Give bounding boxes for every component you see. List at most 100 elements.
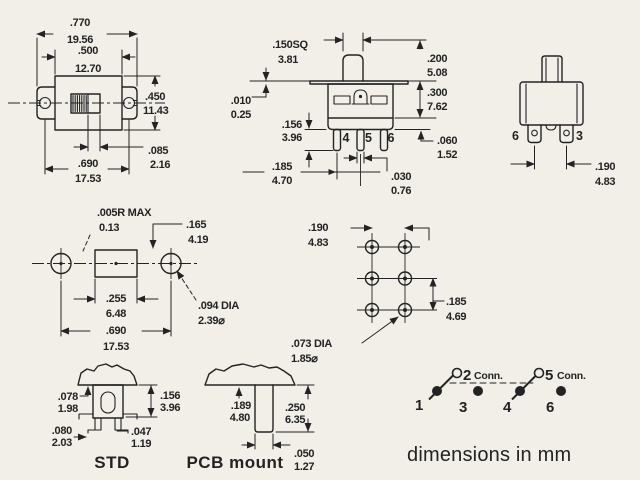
pcb-mount-label: PCB mount bbox=[186, 453, 283, 472]
dim-text-mm: 4.83 bbox=[595, 176, 615, 188]
dim-terminal-spacing: .190 4.83 bbox=[510, 145, 616, 188]
pin-label: 6 bbox=[546, 399, 554, 416]
pcb-mount-view: .189 4.80 .250 6.35 .050 1.27 PCB mount bbox=[186, 363, 315, 473]
contact-6 bbox=[556, 386, 566, 396]
dim-text: .080 bbox=[52, 425, 72, 437]
dim-text: .094 DIA bbox=[198, 300, 239, 312]
switch-body bbox=[519, 81, 584, 126]
mounting-hole-left bbox=[38, 96, 52, 110]
dim-text: .005R MAX bbox=[97, 207, 152, 219]
dim-skirt-height: .060 1.52 bbox=[394, 129, 458, 161]
pcb-pattern-view: .190 4.83 .185 4.69 .073 DIA 1.85⌀ bbox=[291, 222, 467, 365]
dim-text-mm: 4.80 bbox=[230, 412, 250, 424]
contact-3 bbox=[473, 386, 483, 396]
slider-knob bbox=[70, 93, 101, 114]
dim-text-mm: 12.70 bbox=[75, 63, 101, 75]
dim-text: .050 bbox=[294, 448, 314, 460]
dim-text-mm: 17.53 bbox=[75, 173, 101, 185]
pole1-conn-label: Conn. bbox=[474, 370, 503, 382]
contact-2-open bbox=[451, 367, 463, 379]
dim-text-mm: 4.69 bbox=[446, 311, 466, 323]
dim-text: .255 bbox=[106, 293, 126, 305]
dim-text: .165 bbox=[186, 219, 206, 231]
terminal-5 bbox=[356, 128, 365, 152]
dim-tab-gap: .047 1.19 bbox=[116, 426, 152, 450]
dim-post-inset: .189 4.80 bbox=[230, 387, 251, 424]
terminal-4 bbox=[332, 128, 342, 152]
std-mount-view: .078 1.98 .156 3.96 .047 1.19 .080 2.03 … bbox=[52, 363, 181, 472]
pcb-holes bbox=[364, 239, 413, 318]
dim-text-mm: 0.13 bbox=[99, 222, 119, 234]
dim-text: .010 bbox=[231, 95, 251, 107]
contact-4 bbox=[515, 386, 525, 396]
dim-text-mm: 6.35 bbox=[285, 414, 305, 426]
dim-text-mm: 6.48 bbox=[106, 308, 126, 320]
dim-text: .030 bbox=[391, 171, 411, 183]
mounting-post bbox=[254, 384, 274, 433]
std-label: STD bbox=[94, 453, 130, 472]
dim-text-mm: 19.56 bbox=[67, 34, 93, 46]
pin-label: 6 bbox=[388, 131, 395, 145]
dim-column-spacing: .190 4.83 bbox=[308, 222, 430, 249]
pin-label: 1 bbox=[415, 397, 423, 414]
switch-body bbox=[327, 83, 394, 119]
terminal-6 bbox=[527, 124, 542, 144]
end-view-outline: 6 3 bbox=[512, 55, 584, 144]
terminal-6 bbox=[379, 128, 389, 152]
dim-text: .500 bbox=[78, 45, 98, 57]
terminal-3 bbox=[559, 124, 574, 144]
contact-5-open bbox=[533, 367, 545, 379]
dim-text-mm: 7.62 bbox=[427, 101, 447, 113]
dim-text-mm: 1.98 bbox=[58, 403, 78, 415]
front-view-outline: 4 5 6 bbox=[309, 54, 409, 152]
dim-text-mm: 1.85⌀ bbox=[291, 353, 318, 365]
base-skirt bbox=[327, 117, 394, 131]
pole2-num: 5 bbox=[545, 367, 553, 384]
dim-post-length: .250 6.35 bbox=[275, 384, 315, 433]
dim-terminal-offset: .185 4.70 bbox=[242, 152, 381, 187]
dim-text: .250 bbox=[285, 402, 305, 414]
actuator bbox=[541, 55, 563, 83]
dim-slot-length: .255 6.48 bbox=[73, 278, 159, 320]
pin-label: 6 bbox=[512, 129, 519, 143]
dim-mounting-centers: .690 17.53 bbox=[44, 119, 130, 185]
dim-text: .073 DIA bbox=[291, 338, 332, 350]
bushing-body bbox=[92, 384, 124, 419]
contact-1 bbox=[432, 386, 442, 396]
dim-knob-width: .085 2.16 bbox=[73, 114, 171, 171]
dim-text-mm: 4.83 bbox=[308, 237, 328, 249]
dim-post-width: .050 1.27 bbox=[241, 433, 315, 473]
units-note: dimensions in mm bbox=[407, 444, 571, 466]
dim-text: .085 bbox=[148, 145, 168, 157]
top-view: .770 19.56 .500 12.70 .450 11.43 .085 2.… bbox=[8, 17, 171, 185]
dim-row-spacing: .185 4.69 bbox=[429, 277, 467, 323]
dim-text-mm: 5.08 bbox=[427, 67, 447, 79]
dim-hole-dia: .094 DIA 2.39⌀ bbox=[176, 270, 240, 327]
schematic: 2 Conn. 5 Conn. 1 3 4 6 bbox=[415, 367, 586, 416]
pin-label: 3 bbox=[459, 399, 467, 416]
dim-text-mm: 4.70 bbox=[272, 175, 292, 187]
dim-overall-width: .770 19.56 bbox=[36, 17, 138, 87]
dim-slot-height: .165 4.19 bbox=[149, 219, 209, 249]
dim-text: .690 bbox=[106, 325, 126, 337]
dim-text-mm: 2.39⌀ bbox=[198, 315, 225, 327]
pole2-conn-label: Conn. bbox=[557, 370, 586, 382]
dim-text-mm: 11.43 bbox=[143, 105, 169, 117]
pin-label: 3 bbox=[576, 129, 583, 143]
dim-text: .770 bbox=[70, 17, 90, 29]
dim-text: .156 bbox=[160, 390, 180, 402]
dim-text: .150SQ bbox=[272, 39, 308, 51]
pin-label: 4 bbox=[503, 399, 512, 416]
dim-terminal-length: .156 3.96 bbox=[282, 112, 334, 168]
dim-hole-dia: .073 DIA 1.85⌀ bbox=[291, 316, 399, 365]
dim-text-mm: 1.52 bbox=[437, 149, 457, 161]
panel-cutout-view: .005R MAX 0.13 .165 4.19 .255 6.48 .690 … bbox=[32, 207, 240, 353]
actuator-slot bbox=[100, 391, 116, 414]
dim-text: .156 bbox=[282, 119, 302, 131]
dim-text-mm: 0.25 bbox=[231, 109, 251, 121]
knob-hatch bbox=[72, 94, 87, 113]
dim-text: .185 bbox=[272, 161, 292, 173]
mounting-tabs bbox=[87, 417, 129, 434]
dim-text: .047 bbox=[131, 426, 151, 438]
